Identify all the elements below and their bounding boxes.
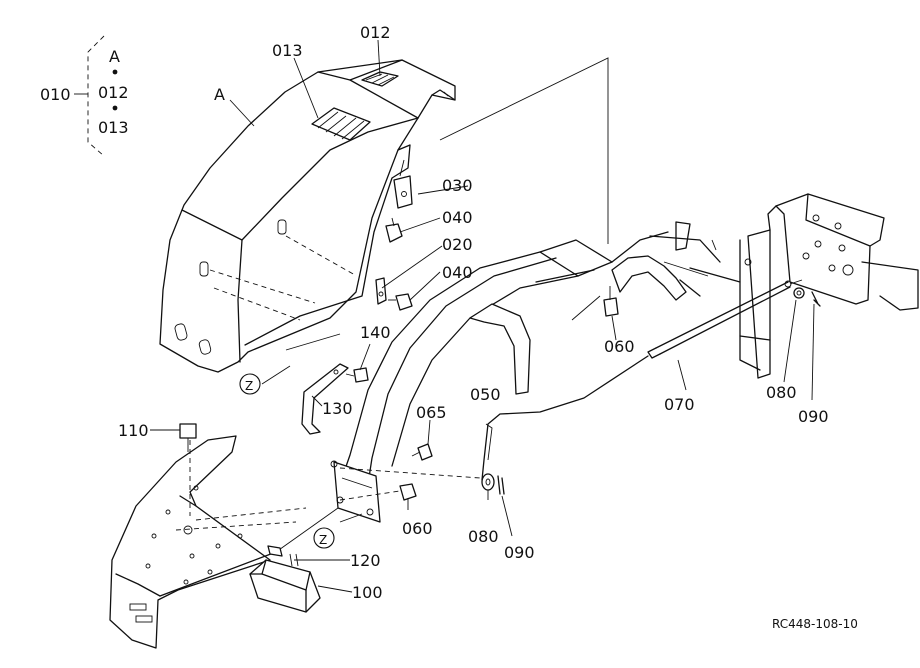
- callout-100: 100: [352, 583, 383, 602]
- bolt-140: [345, 367, 369, 383]
- callout-013: 013: [272, 41, 303, 60]
- bolt-040-upper: [385, 217, 403, 243]
- brace-130: [301, 363, 349, 435]
- fender-part-a: [159, 59, 456, 373]
- callout-a: A: [214, 85, 225, 104]
- assembly-member-012: 012: [98, 83, 129, 102]
- callout-120: 120: [350, 551, 381, 570]
- callout-040-lower: 040: [442, 263, 473, 282]
- assembly-number: 010: [40, 85, 71, 104]
- callout-110: 110: [118, 421, 149, 440]
- bracket-030: [393, 159, 413, 209]
- step-100: [249, 559, 321, 613]
- callout-080-lower: 080: [468, 527, 499, 546]
- link-cable: [481, 355, 649, 481]
- callout-020: 020: [442, 235, 473, 254]
- washer-080-lower: [481, 473, 495, 491]
- callout-140: 140: [360, 323, 391, 342]
- callout-030: 030: [442, 176, 473, 195]
- callout-060-lower: 060: [402, 519, 433, 538]
- pin-090-right: [811, 291, 821, 307]
- reference-marker-z-upper: Z: [239, 373, 261, 395]
- callout-040-upper: 040: [442, 208, 473, 227]
- callout-080-right: 080: [766, 383, 797, 402]
- bolt-110: [179, 423, 197, 452]
- reference-marker-z-lower: Z: [313, 527, 335, 549]
- callout-060-upper: 060: [604, 337, 635, 356]
- z-label-lower: Z: [319, 533, 327, 547]
- drawing-code: RC448-108-10: [772, 617, 858, 631]
- bolt-060-upper: [603, 286, 619, 317]
- pin-090-lower: [497, 475, 505, 495]
- callout-065: 065: [416, 403, 447, 422]
- lower-fender-panel: [109, 435, 339, 649]
- z-label-upper: Z: [245, 379, 253, 393]
- washer-080-right: [793, 287, 805, 299]
- bolt-065: [411, 443, 433, 461]
- callout-130: 130: [322, 399, 353, 418]
- callout-090-lower: 090: [504, 543, 535, 562]
- bolt-060-lower: [399, 483, 417, 501]
- assembly-member-013: 013: [98, 118, 129, 137]
- clip-120: [267, 545, 299, 567]
- rod-070: [647, 279, 803, 359]
- assembly-key: 010 A 012 013: [40, 35, 129, 157]
- frame-050: [330, 239, 613, 523]
- assembly-member-a: A: [109, 47, 120, 66]
- bolt-040-lower: [388, 293, 413, 311]
- callout-090-right: 090: [798, 407, 829, 426]
- callout-012: 012: [360, 23, 391, 42]
- callout-050: 050: [470, 385, 501, 404]
- bracket-020: [375, 277, 387, 305]
- callout-070: 070: [664, 395, 695, 414]
- lever-linkage: [611, 221, 741, 301]
- step-bracket-right: [739, 193, 919, 379]
- leader-lines: [150, 39, 815, 593]
